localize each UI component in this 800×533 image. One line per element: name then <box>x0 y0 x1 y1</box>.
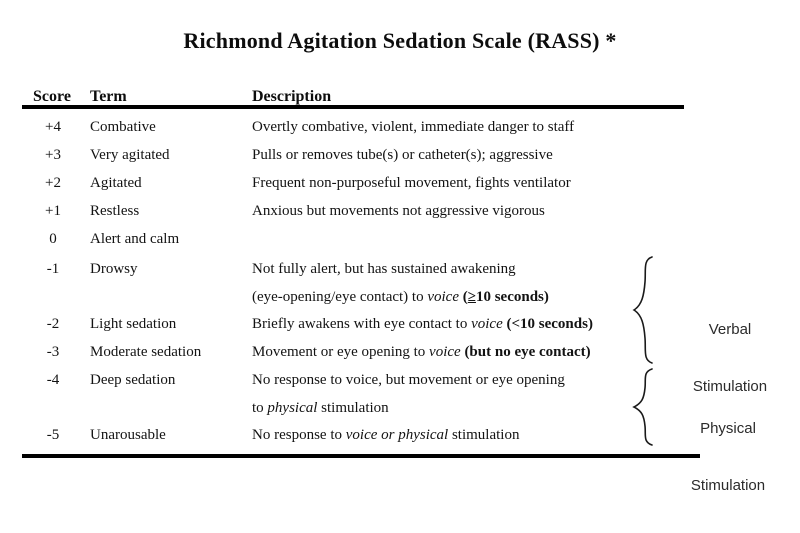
row-description-line-2: to physical stimulation <box>252 399 389 417</box>
row-score: -1 <box>46 261 60 277</box>
row-description: Frequent non-purposeful movement, fights… <box>252 175 571 191</box>
row-description: Briefly awakens with eye contact to voic… <box>252 315 593 333</box>
row-term: Very agitated <box>90 147 170 163</box>
row-score: +4 <box>45 119 61 135</box>
row-score: +1 <box>45 203 61 219</box>
row-term: Agitated <box>90 175 142 191</box>
row-description: Anxious but movements not aggressive vig… <box>252 203 545 219</box>
row-description-line-1: No response to voice, but movement or ey… <box>252 372 565 388</box>
desc-italic: voice <box>429 344 461 360</box>
desc-bold-open: ( <box>458 289 468 305</box>
row-score: -5 <box>46 427 60 443</box>
column-header-term: Term <box>90 88 127 105</box>
row-term: Alert and calm <box>90 231 180 247</box>
row-term: Combative <box>90 119 156 135</box>
desc-italic: voice <box>471 316 503 332</box>
physical-stimulation-label-line-1: Physical <box>700 420 756 437</box>
row-score: +3 <box>45 147 61 163</box>
verbal-stimulation-label: Verbal Stimulation <box>668 282 792 434</box>
verbal-stimulation-label-line-2: Stimulation <box>692 378 768 395</box>
row-score: -2 <box>46 316 60 332</box>
row-term: Moderate sedation <box>90 344 202 360</box>
row-score: 0 <box>49 231 57 247</box>
table-top-rule <box>22 105 684 109</box>
desc-text: No response to <box>252 427 346 443</box>
row-description: Pulls or removes tube(s) or catheter(s);… <box>252 147 553 163</box>
row-description: Overtly combative, violent, immediate da… <box>252 119 575 135</box>
row-term: Restless <box>90 203 140 219</box>
desc-text-tail: stimulation <box>317 400 389 416</box>
column-header-description: Description <box>252 88 332 105</box>
row-score: +2 <box>45 175 61 191</box>
document-page: Richmond Agitation Sedation Scale (RASS)… <box>22 28 792 494</box>
desc-text-tail: stimulation <box>448 427 520 443</box>
page-title: Richmond Agitation Sedation Scale (RASS)… <box>183 28 617 53</box>
table-bottom-rule <box>22 454 700 458</box>
desc-bold: (but no eye contact) <box>460 344 591 360</box>
row-term: Drowsy <box>90 261 138 277</box>
row-term: Light sedation <box>90 316 177 332</box>
desc-italic: voice or physical <box>345 427 449 443</box>
row-term: Deep sedation <box>90 372 176 388</box>
row-description: Movement or eye opening to voice (but no… <box>252 343 591 361</box>
desc-italic: voice <box>427 289 459 305</box>
row-description-line-2: (eye-opening/eye contact) to voice (≥10 … <box>252 288 549 306</box>
desc-text: Briefly awakens with eye contact to <box>252 316 472 332</box>
row-description: No response to voice or physical stimula… <box>252 426 519 444</box>
row-score: -4 <box>46 372 60 388</box>
physical-stimulation-brace <box>632 368 658 446</box>
physical-stimulation-label-line-2: Stimulation <box>690 477 766 494</box>
desc-text: to <box>252 400 268 416</box>
verbal-stimulation-brace <box>632 256 658 364</box>
row-term: Unarousable <box>90 427 166 443</box>
desc-text: Movement or eye opening to <box>252 344 430 360</box>
row-score: -3 <box>46 344 60 360</box>
desc-italic: physical <box>267 400 318 416</box>
desc-gte-symbol: ≥ <box>467 289 476 305</box>
desc-bold: (<10 seconds) <box>502 316 593 332</box>
row-description-line-1: Not fully alert, but has sustained awake… <box>252 261 516 277</box>
column-header-score: Score <box>33 88 71 105</box>
verbal-stimulation-label-line-1: Verbal <box>708 321 752 338</box>
desc-bold-close: 10 seconds) <box>475 289 549 305</box>
desc-text: (eye-opening/eye contact) to <box>252 289 428 305</box>
